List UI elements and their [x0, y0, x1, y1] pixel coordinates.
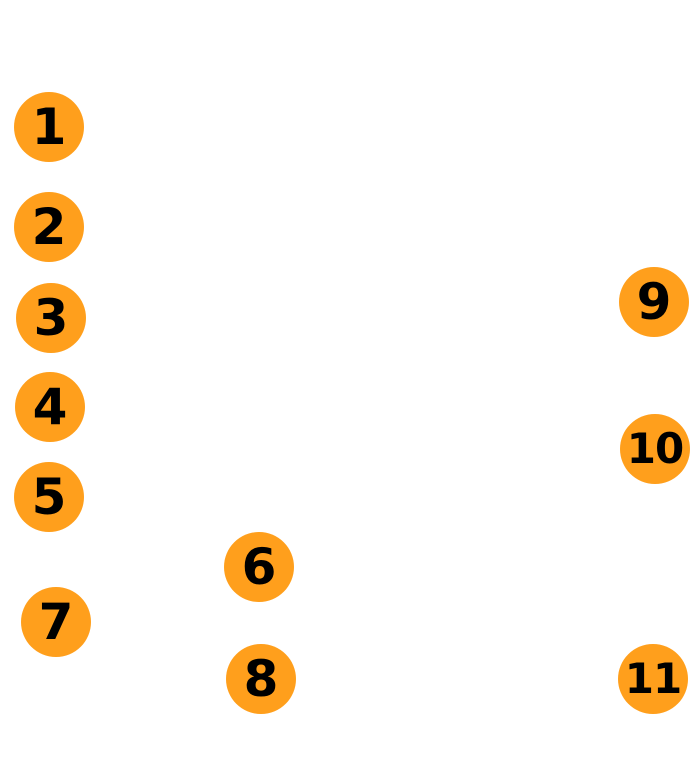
marker-6: 6 [224, 532, 294, 602]
marker-10: 10 [620, 414, 690, 484]
marker-3: 3 [16, 283, 86, 353]
marker-9: 9 [619, 267, 689, 337]
marker-5: 5 [14, 462, 84, 532]
marker-2: 2 [14, 192, 84, 262]
marker-4: 4 [15, 372, 85, 442]
marker-1: 1 [14, 92, 84, 162]
marker-8: 8 [226, 644, 296, 714]
marker-11: 11 [618, 644, 688, 714]
marker-7: 7 [21, 587, 91, 657]
